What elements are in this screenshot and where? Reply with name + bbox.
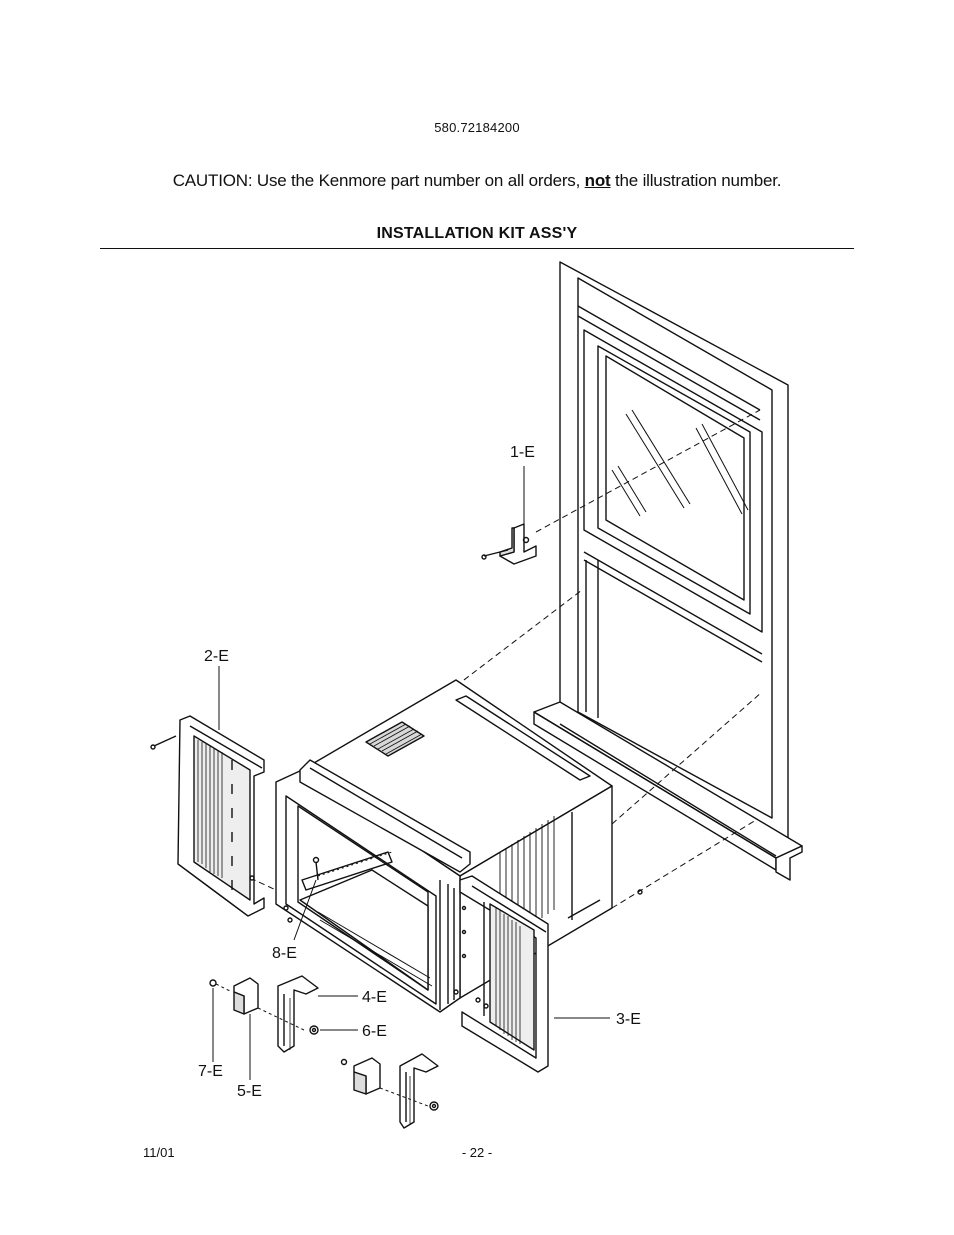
sash-bracket-set-b	[340, 1053, 439, 1129]
title-divider	[100, 248, 854, 249]
screw-8e	[312, 856, 320, 881]
right-curtain-3e	[459, 875, 549, 1073]
window-frame	[533, 261, 803, 881]
caution-text-end: the illustration number.	[610, 171, 782, 190]
callout-label: 1-E	[510, 444, 535, 461]
callout-label: 5-E	[237, 1083, 262, 1100]
page-number: - 22 -	[461, 1145, 493, 1160]
callout-label: 8-E	[272, 945, 297, 962]
caution-text-start: CAUTION: Use the Kenmore part number on …	[172, 171, 585, 190]
bracket-1e	[481, 523, 537, 565]
callout-label: 2-E	[204, 648, 229, 665]
callout-label: 7-E	[198, 1063, 223, 1080]
air-conditioner-cabinet	[275, 679, 613, 1013]
caution-note: CAUTION: Use the Kenmore part number on …	[0, 171, 954, 191]
section-title: INSTALLATION KIT ASS'Y	[376, 225, 578, 242]
sash-bracket-set-a	[209, 975, 319, 1053]
callout-label: 4-E	[362, 989, 387, 1006]
left-curtain-2e	[150, 715, 265, 917]
callout-label: 6-E	[362, 1023, 387, 1040]
callout-label: 3-E	[616, 1011, 641, 1028]
footer-date: 11/01	[143, 1145, 175, 1160]
caution-emphasis: not	[584, 171, 611, 190]
installation-kit-diagram: 1-E 2-E 3-E 4-E 5-E 6-E 7-E 8-E	[150, 261, 803, 1129]
model-number: 580.72184200	[434, 120, 520, 135]
